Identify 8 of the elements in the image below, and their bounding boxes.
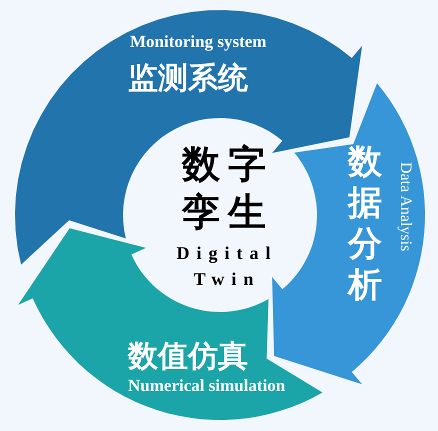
- center-subtitle: Digital Twin: [176, 242, 278, 291]
- center-title: 数字孪生: [180, 141, 275, 236]
- step-label: Data Analysis: [396, 162, 414, 252]
- step-label: 数据分析: [346, 142, 383, 306]
- step-label: Monitoring system: [130, 32, 266, 52]
- step-label: Numerical simulation: [128, 376, 286, 396]
- step-label: 监测系统: [128, 60, 248, 98]
- step-label: 数值仿真: [128, 338, 248, 376]
